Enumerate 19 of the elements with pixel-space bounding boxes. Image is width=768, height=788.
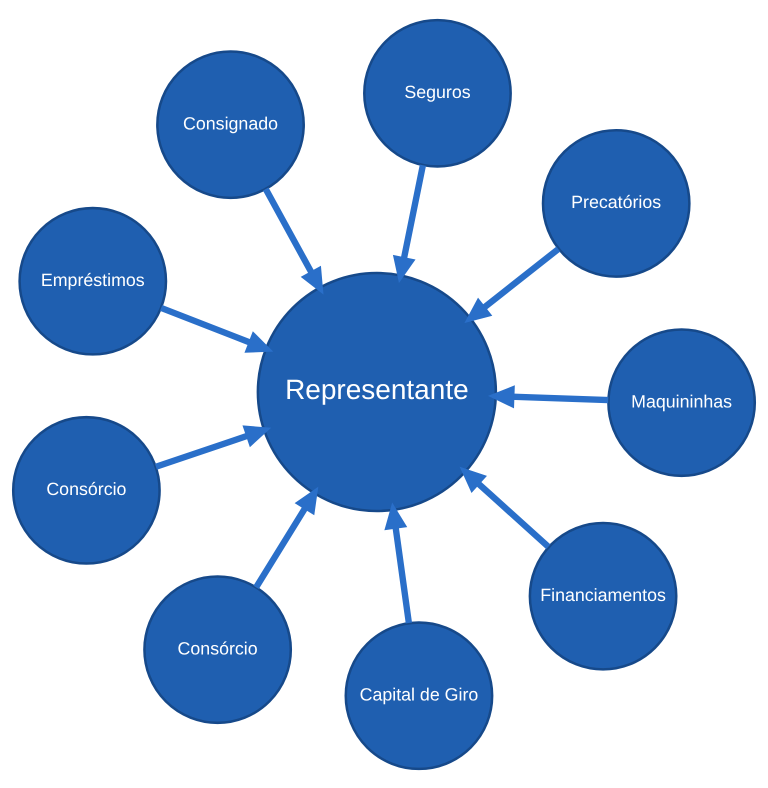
arrow — [392, 164, 426, 283]
node-circle: Consignado — [156, 50, 305, 199]
arrow — [160, 304, 274, 352]
arrow — [460, 466, 550, 549]
arrow — [488, 384, 608, 408]
node-circle: Empréstimos — [18, 206, 168, 356]
arrow — [384, 502, 412, 623]
arrow — [464, 246, 560, 322]
node-circle: Precatórios — [542, 128, 691, 278]
arrow — [253, 486, 318, 588]
node-circle: Consórcio — [12, 415, 161, 564]
node-circle: Financiamentos — [528, 521, 678, 670]
arrow — [262, 187, 324, 294]
arrow — [154, 424, 272, 470]
node-circle: Representante — [256, 271, 498, 512]
node-circle: Capital de Giro — [344, 620, 494, 770]
node-circle: Consórcio — [143, 574, 292, 724]
node-circle: Seguros — [363, 18, 512, 168]
node-circle: Maquininhas — [607, 328, 756, 477]
